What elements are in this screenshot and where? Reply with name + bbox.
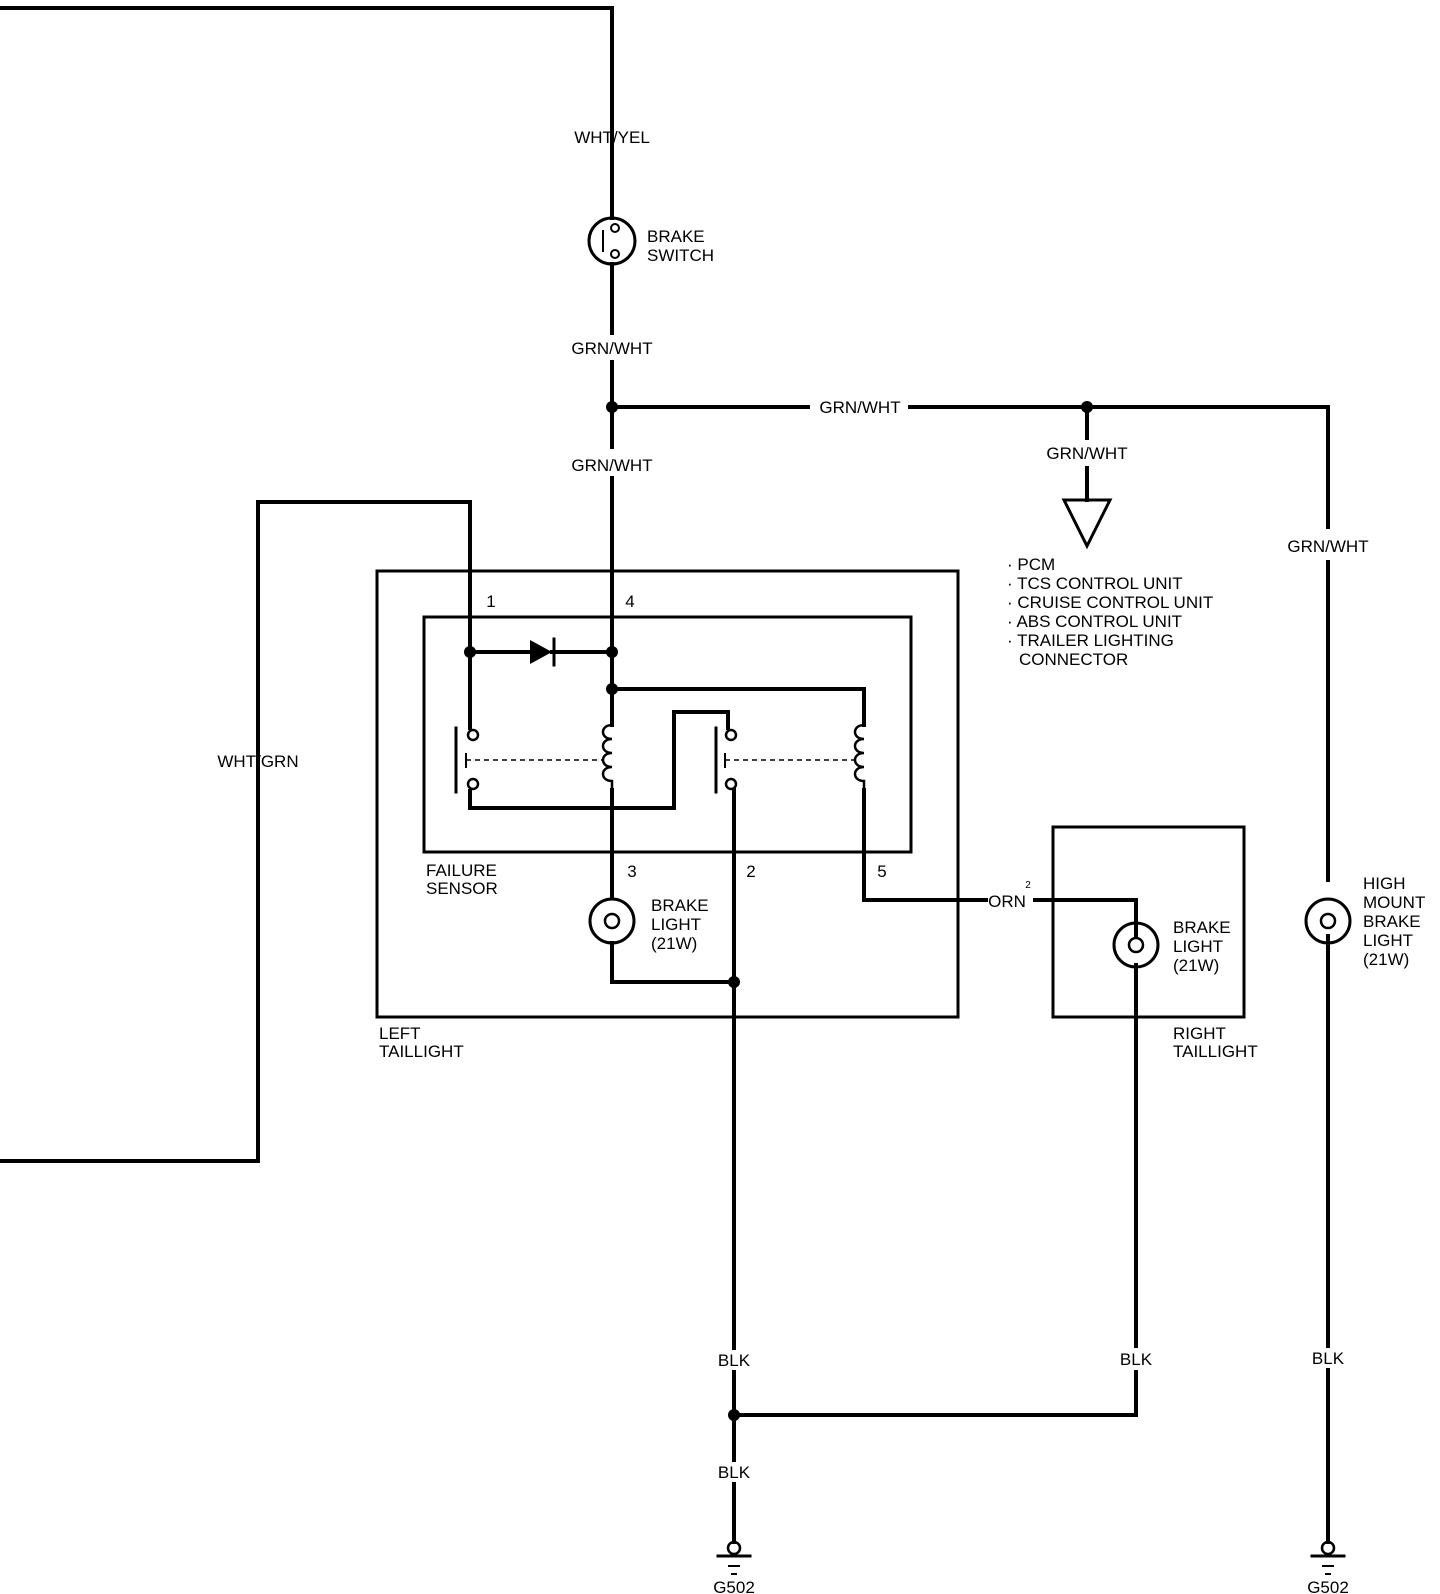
wire-sensor-contact1-loop: [468, 710, 730, 810]
wire-label-orn-note: 2: [1025, 880, 1031, 891]
wire-label-grn-wht-to-pcm: GRN/WHT: [1046, 444, 1127, 463]
left-taillight-label: LEFT TAILLIGHT: [379, 1024, 464, 1061]
relay-2-coil: [853, 723, 866, 792]
wire-label-blk-right: BLK: [1120, 1350, 1153, 1369]
failure-sensor-label: FAILURE SENSOR: [426, 861, 502, 898]
wire-label-blk-common: BLK: [718, 1463, 751, 1482]
brake-switch-label: BRAKE SWITCH: [647, 227, 714, 265]
wire-label-grn-wht-switch-out: GRN/WHT: [571, 339, 652, 358]
right-brake-bulb-symbol: [1112, 921, 1160, 969]
right-brake-light-label: BRAKE LIGHT (21W): [1173, 918, 1235, 975]
pin-label-4: 4: [625, 592, 634, 611]
relay-1-contacts: [454, 726, 480, 794]
pin-label-3: 3: [627, 862, 636, 881]
wire-label-orn: ORN: [988, 892, 1026, 911]
pcm-destinations-list: · PCM · TCS CONTROL UNIT · CRUISE CONTRO…: [1007, 555, 1218, 669]
left-taillight-box: [375, 569, 960, 1019]
splice-dot: [728, 1409, 740, 1421]
splice-dot: [1081, 401, 1093, 413]
pin-label-5: 5: [877, 862, 886, 881]
wire-grn-wht-branch-right: [908, 405, 1330, 529]
wire-wht-grn: [0, 500, 472, 1163]
pin-label-2: 2: [746, 862, 755, 881]
wire-label-grn-wht-high-mount: GRN/WHT: [1287, 537, 1368, 556]
wire-label-grn-wht-branch: GRN/WHT: [819, 398, 900, 417]
left-brake-light-label: BRAKE LIGHT (21W): [651, 896, 713, 953]
wire-label-grn-wht-to-sensor: GRN/WHT: [571, 456, 652, 475]
right-taillight-label: RIGHT TAILLIGHT: [1173, 1024, 1258, 1061]
right-taillight-box: [1051, 825, 1246, 1019]
high-mount-light-label: HIGH MOUNT BRAKE LIGHT (21W): [1363, 874, 1430, 969]
wire-sensor-coil2-feed: [610, 687, 866, 727]
failure-sensor-box: [422, 615, 913, 854]
wire-pin5-to-orn: [862, 788, 988, 902]
left-brake-bulb-symbol: [588, 897, 636, 945]
ground-label-left: G502: [713, 1578, 755, 1594]
ground-symbol-right: [1310, 1540, 1346, 1575]
pcm-arrow-symbol: [1061, 498, 1113, 550]
wire-label-wht-grn: WHT/GRN: [217, 752, 298, 771]
relay-1-coil: [601, 723, 614, 792]
wire-wht-yel: [0, 6, 614, 220]
wires: [0, 6, 1330, 1544]
pin-label-1: 1: [486, 592, 495, 611]
wire-blk-right-lower: [732, 1370, 1138, 1417]
splice-dot: [464, 646, 476, 658]
diode-symbol: [530, 637, 556, 667]
wire-left-bulb-return: [610, 941, 736, 984]
ground-label-right: G502: [1307, 1578, 1349, 1594]
splice-dot: [606, 401, 618, 413]
wire-label-blk-left: BLK: [718, 1351, 751, 1370]
brake-switch-symbol: [587, 216, 637, 266]
splices: [464, 401, 1093, 1421]
splice-dot: [606, 683, 618, 695]
wire-label-wht-yel: WHT/YEL: [574, 128, 650, 147]
splice-dot: [728, 976, 740, 988]
wire-label-blk-high-mount: BLK: [1312, 1349, 1345, 1368]
ground-symbol-left: [716, 1540, 752, 1575]
splice-dot: [606, 646, 618, 658]
high-mount-bulb-symbol: [1304, 897, 1352, 945]
